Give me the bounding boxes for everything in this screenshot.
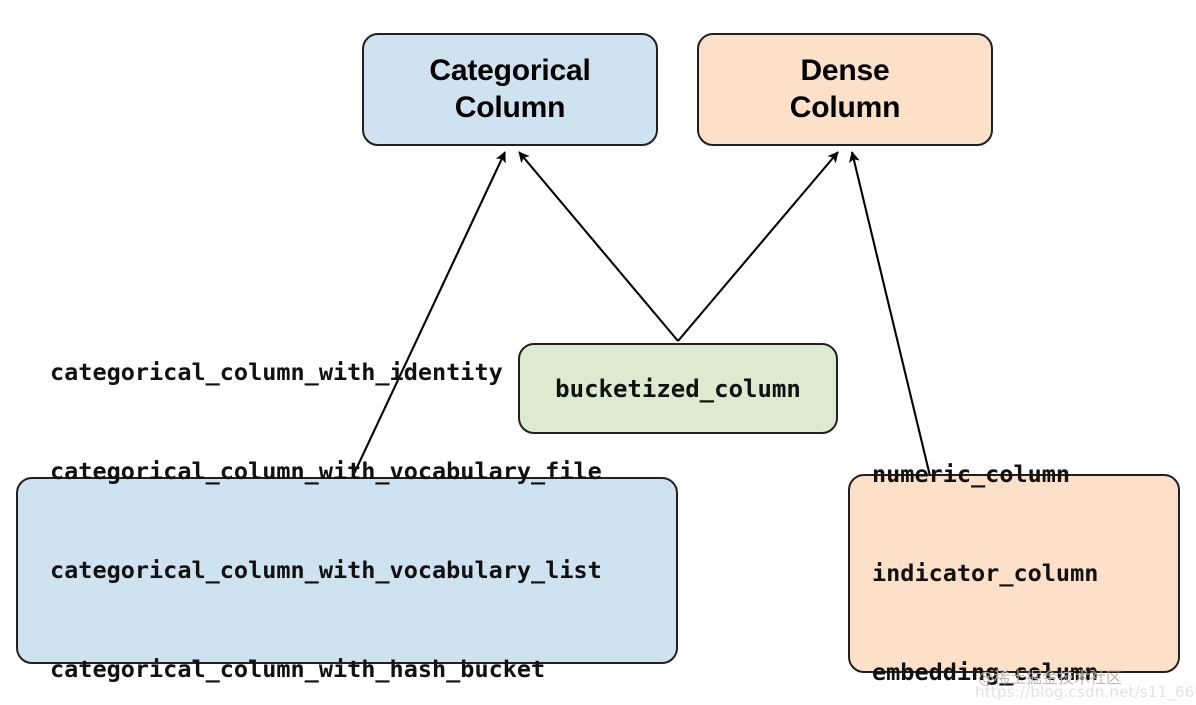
node-dense-column[interactable]: Dense Column bbox=[697, 33, 993, 146]
node-categorical-functions[interactable]: categorical_column_with_identity categor… bbox=[16, 358, 678, 683]
edge-bucketized-to-dense-column bbox=[677, 151, 839, 342]
dense-column-label: Dense Column bbox=[699, 53, 991, 126]
bucketized-column-label: bucketized_column bbox=[555, 374, 801, 403]
categorical-column-label: Categorical Column bbox=[364, 53, 656, 126]
node-dense-functions[interactable]: numeric_column indicator_column embeddin… bbox=[848, 460, 1180, 686]
categorical-column-line2: Column bbox=[454, 90, 566, 124]
list-item: embedding_column bbox=[872, 658, 1099, 686]
categorical-column-line1: Categorical bbox=[429, 53, 591, 87]
list-item: categorical_column_with_hash_bucket bbox=[50, 655, 546, 683]
list-item: categorical_column_with_identity bbox=[50, 358, 503, 386]
dense-column-line1: Dense bbox=[800, 53, 890, 87]
dense-column-line2: Column bbox=[789, 90, 901, 124]
list-item: numeric_column bbox=[872, 460, 1071, 488]
node-bucketized-column[interactable]: bucketized_column bbox=[518, 343, 838, 434]
node-categorical-column[interactable]: Categorical Column bbox=[362, 33, 658, 146]
dense-functions-list: numeric_column indicator_column embeddin… bbox=[872, 392, 1098, 705]
list-item: categorical_column_with_vocabulary_file bbox=[50, 457, 602, 485]
categorical-functions-list: categorical_column_with_identity categor… bbox=[50, 290, 602, 705]
list-item: indicator_column bbox=[872, 559, 1099, 587]
list-item: categorical_column_with_vocabulary_list bbox=[50, 556, 602, 584]
